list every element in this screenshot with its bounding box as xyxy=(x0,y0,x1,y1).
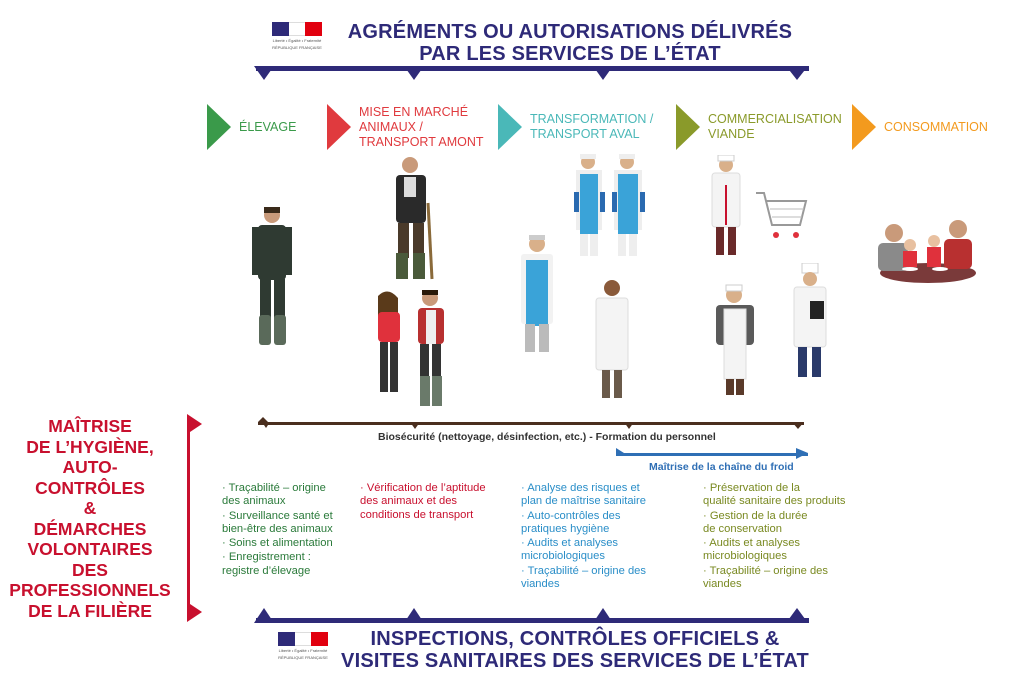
abattoir-workers-figure xyxy=(574,154,645,256)
list-item: · Traçabilité – origine des viandes xyxy=(521,564,646,591)
list-item: · Audits et analyses microbiologiques xyxy=(521,537,619,563)
biosecurity-bar xyxy=(258,417,804,429)
arrow-right-icon xyxy=(852,104,876,150)
biosecurity-label: Biosécurité (nettoyage, désinfection, et… xyxy=(378,431,716,443)
list-item: · Analyse des risques et plan de maîtris… xyxy=(521,482,646,508)
bullets-transformation: · Analyse des risques et plan de maîtris… xyxy=(521,482,671,592)
stage-transformation: TRANSFORMATION / TRANSPORT AVAL xyxy=(498,104,653,150)
cold-chain-bar xyxy=(616,448,808,459)
stage-elevage: ÉLEVAGE xyxy=(207,104,296,150)
stage-commercialisation: COMMERCIALISATION VIANDE xyxy=(676,104,842,150)
farmer-figure xyxy=(252,207,292,345)
butcher-figure xyxy=(711,155,741,255)
bottom-bracket xyxy=(254,608,809,623)
list-item: · Vérification de l’aptitude des animaux… xyxy=(360,482,486,521)
list-item: · Auto-contrôles des pratiques hygiène xyxy=(521,509,621,535)
stage-consommation: CONSOMMATION xyxy=(852,104,988,150)
list-item: · Traçabilité – origine des viandes xyxy=(703,564,828,591)
couple-figure xyxy=(378,290,444,406)
bullets-mise-en-marche: · Vérification de l’aptitude des animaux… xyxy=(360,482,505,523)
list-item: · Gestion de la durée de conservation xyxy=(703,509,808,535)
cook-figure xyxy=(716,284,754,395)
top-title: AGRÉMENTS OU AUTORISATIONS DÉLIVRÉS PAR … xyxy=(347,21,793,65)
bottom-title: INSPECTIONS, CONTRÔLES OFFICIELS & VISIT… xyxy=(341,628,809,672)
shopping-cart-icon xyxy=(756,192,808,238)
cold-chain-label: Maîtrise de la chaîne du froid xyxy=(649,461,794,473)
left-red-bracket xyxy=(187,414,202,622)
veterinarian-figure xyxy=(595,280,629,398)
arrow-right-icon xyxy=(676,104,700,150)
list-item: · Enregistrement : registre d’élevage xyxy=(222,551,311,577)
chef-figure xyxy=(793,263,827,377)
list-item: · Soins et alimentation xyxy=(222,537,333,550)
republique-francaise-logo-bottom: Liberté • Égalité • Fraternité RÉPUBLIQU… xyxy=(278,632,329,664)
arrow-right-icon xyxy=(498,104,522,150)
livestock-trader-figure xyxy=(396,157,434,280)
family-meal-figure xyxy=(878,220,976,283)
list-item: · Traçabilité – origine des animaux xyxy=(222,482,326,508)
bullets-elevage: · Traçabilité – origine des animaux · Su… xyxy=(222,482,357,579)
professionals-block: MAÎTRISE DE L’HYGIÈNE, AUTO- CONTRÔLES &… xyxy=(9,416,171,621)
list-item: · Audits et analyses microbiologiques xyxy=(703,537,801,563)
stage-mise-en-marche: MISE EN MARCHÉ ANIMAUX / TRANSPORT AMONT xyxy=(327,104,484,150)
list-item: · Surveillance santé et bien-être des an… xyxy=(222,509,333,535)
top-bracket xyxy=(254,66,809,80)
arrow-right-icon xyxy=(207,104,231,150)
butcher-apron-figure xyxy=(521,235,553,352)
bullets-commercialisation: · Préservation de la qualité sanitaire d… xyxy=(703,482,878,592)
arrow-right-icon xyxy=(327,104,351,150)
list-item: · Préservation de la qualité sanitaire d… xyxy=(703,482,846,508)
republique-francaise-logo-top: Liberté • Égalité • Fraternité RÉPUBLIQU… xyxy=(272,22,323,54)
